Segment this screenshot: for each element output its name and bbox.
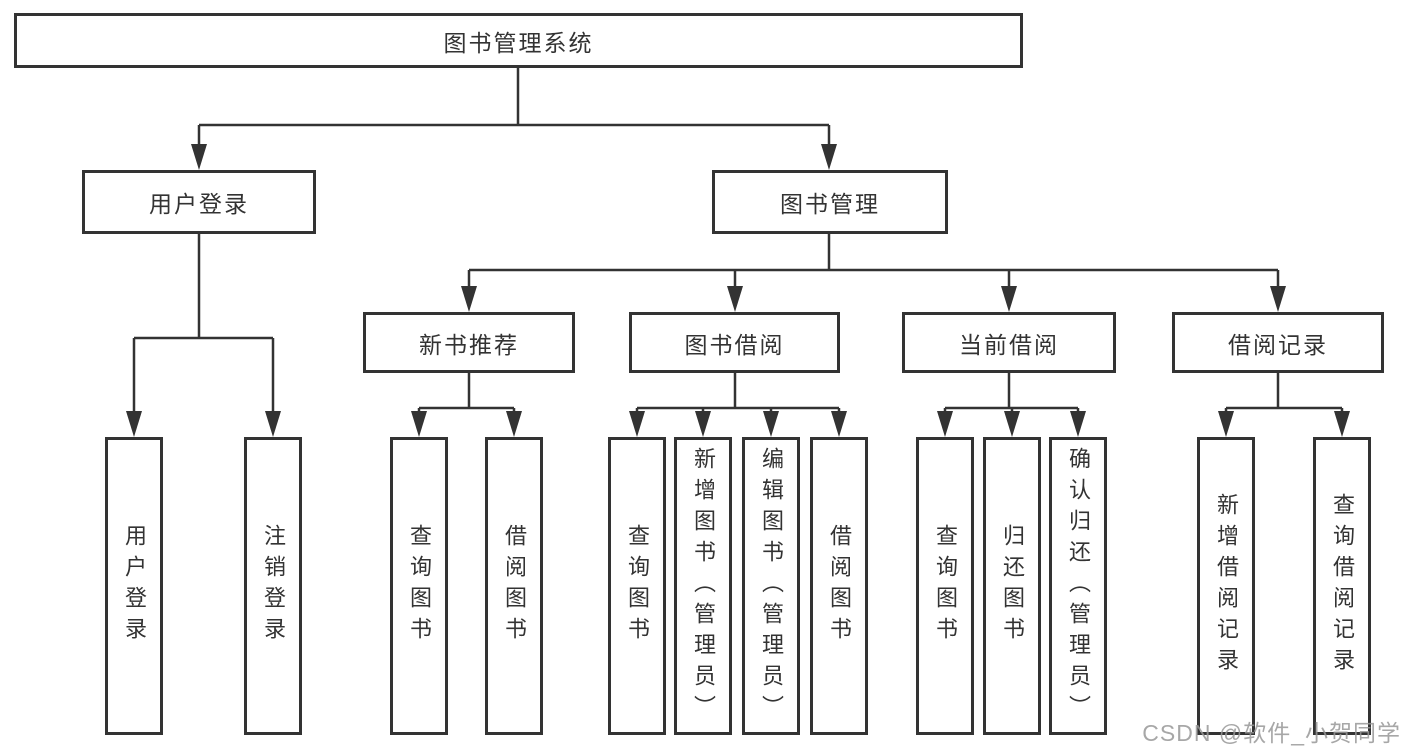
- leaf-borrow-books: 借阅图书: [810, 437, 868, 735]
- leaf-query-books-current: 查询图书: [916, 437, 974, 735]
- leaf-logout-label: 注销登录: [261, 524, 286, 648]
- leaf-edit-book-admin: 编辑图书（管理员）: [742, 437, 800, 735]
- node-new-book-recommendation: 新书推荐: [363, 312, 575, 373]
- leaf-add-book-admin-label: 新增图书（管理员）: [691, 446, 716, 726]
- leaf-return-book-label: 归还图书: [1000, 524, 1025, 648]
- leaf-confirm-return-admin-label: 确认归还（管理员）: [1066, 446, 1091, 726]
- leaf-query-books-borrow-label: 查询图书: [625, 524, 650, 648]
- leaf-query-books-recommend: 查询图书: [390, 437, 448, 735]
- csdn-watermark: CSDN @软件_小贺同学: [1142, 720, 1401, 746]
- leaf-query-borrow-record-label: 查询借阅记录: [1330, 493, 1355, 679]
- leaf-query-borrow-record: 查询借阅记录: [1313, 437, 1371, 735]
- leaf-return-book: 归还图书: [983, 437, 1041, 735]
- leaf-query-books-recommend-label: 查询图书: [407, 524, 432, 648]
- leaf-borrow-books-recommend: 借阅图书: [485, 437, 543, 735]
- leaf-edit-book-admin-label: 编辑图书（管理员）: [759, 446, 784, 726]
- leaf-add-book-admin: 新增图书（管理员）: [674, 437, 732, 735]
- leaf-confirm-return-admin: 确认归还（管理员）: [1049, 437, 1107, 735]
- leaf-user-login: 用户登录: [105, 437, 163, 735]
- node-book-borrowing: 图书借阅: [629, 312, 840, 373]
- node-borrowing-records: 借阅记录: [1172, 312, 1384, 373]
- leaf-add-borrow-record-label: 新增借阅记录: [1214, 493, 1239, 679]
- leaf-query-books-borrow: 查询图书: [608, 437, 666, 735]
- leaf-query-books-current-label: 查询图书: [933, 524, 958, 648]
- node-root-library-management-system: 图书管理系统: [14, 13, 1023, 68]
- leaf-borrow-books-label: 借阅图书: [827, 524, 852, 648]
- leaf-logout: 注销登录: [244, 437, 302, 735]
- node-current-borrowing: 当前借阅: [902, 312, 1116, 373]
- leaf-borrow-books-recommend-label: 借阅图书: [502, 524, 527, 648]
- leaf-add-borrow-record: 新增借阅记录: [1197, 437, 1255, 735]
- node-user-login: 用户登录: [82, 170, 316, 234]
- leaf-user-login-label: 用户登录: [122, 524, 147, 648]
- node-book-management: 图书管理: [712, 170, 948, 234]
